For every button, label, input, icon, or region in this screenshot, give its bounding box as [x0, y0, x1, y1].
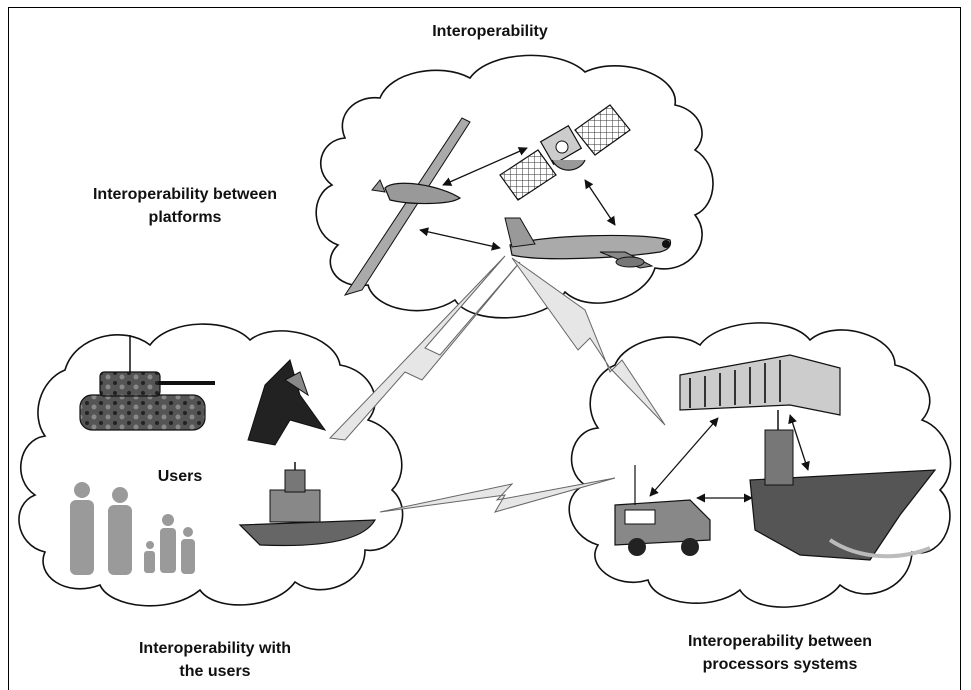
- users-caption: Interoperability with the users: [138, 640, 291, 680]
- satellite-icon: [499, 104, 631, 201]
- humvee-icon: [614, 465, 711, 556]
- uav-icon: [343, 117, 471, 296]
- tanker-aircraft-icon: [504, 217, 672, 269]
- diagram-frame: [8, 7, 961, 690]
- double-arrow-icon: [419, 147, 616, 251]
- diagram-title: Interoperability: [432, 23, 548, 40]
- tank-icon: [79, 335, 215, 431]
- platforms-label: Interoperability between platforms: [92, 186, 278, 226]
- soldiers-icon: [70, 482, 195, 575]
- processors-caption: Interoperability between processors syst…: [687, 633, 873, 673]
- double-arrow-icon: [649, 414, 810, 503]
- building-icon: [679, 354, 841, 416]
- users-label: Users: [157, 468, 203, 485]
- lightning-link-icon: [328, 255, 666, 513]
- patrol-boat-icon: [238, 462, 377, 547]
- stealth-fighter-icon: [247, 359, 327, 446]
